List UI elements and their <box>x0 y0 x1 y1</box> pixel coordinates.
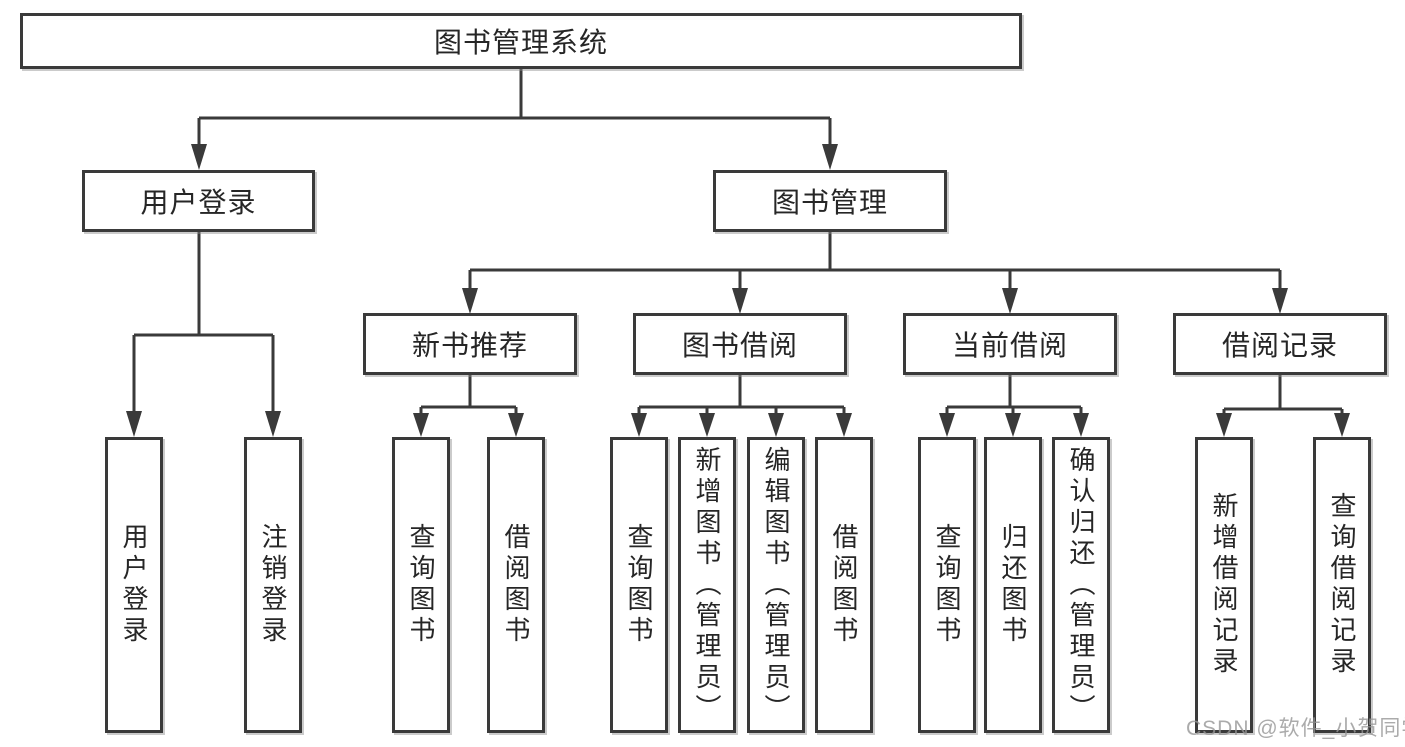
node-new-book-recommend: 新书推荐 <box>363 313 577 375</box>
leaf-search-books-current-label: 查询图书 <box>932 523 962 647</box>
leaf-edit-books-admin: 编辑图书（管理员） <box>747 437 805 733</box>
node-book-borrow: 图书借阅 <box>633 313 847 375</box>
node-user-login-label: 用户登录 <box>140 187 257 218</box>
leaf-logout-label: 注销登录 <box>258 523 288 647</box>
leaf-search-books-recommend: 查询图书 <box>392 437 450 733</box>
leaf-search-books-borrow: 查询图书 <box>610 437 668 733</box>
leaf-add-books-admin-label: 新增图书（管理员） <box>692 445 722 725</box>
leaf-search-borrow-record: 查询借阅记录 <box>1313 437 1371 733</box>
leaf-user-login-label: 用户登录 <box>119 523 149 647</box>
leaf-add-borrow-record: 新增借阅记录 <box>1195 437 1253 733</box>
node-user-login: 用户登录 <box>82 170 315 232</box>
node-book-borrow-label: 图书借阅 <box>681 330 798 361</box>
csdn-watermark: CSDN @软件_小贺同学 <box>1186 717 1405 740</box>
leaf-search-borrow-record-label: 查询借阅记录 <box>1327 492 1357 678</box>
leaf-confirm-return-admin: 确认归还（管理员） <box>1052 437 1110 733</box>
leaf-confirm-return-admin-label: 确认归还（管理员） <box>1066 445 1096 725</box>
node-borrow-records-label: 借阅记录 <box>1221 330 1338 361</box>
node-root-label: 图书管理系统 <box>433 27 608 58</box>
leaf-search-books-recommend-label: 查询图书 <box>406 523 436 647</box>
leaf-borrow-books-label: 借阅图书 <box>829 523 859 647</box>
node-current-borrow: 当前借阅 <box>903 313 1117 375</box>
leaf-edit-books-admin-label: 编辑图书（管理员） <box>761 445 791 725</box>
leaf-logout: 注销登录 <box>244 437 302 733</box>
node-book-management: 图书管理 <box>713 170 947 232</box>
node-book-management-label: 图书管理 <box>771 187 888 218</box>
leaf-search-books-current: 查询图书 <box>918 437 976 733</box>
leaf-borrow-books-recommend-label: 借阅图书 <box>501 523 531 647</box>
leaf-add-borrow-record-label: 新增借阅记录 <box>1209 492 1239 678</box>
node-root: 图书管理系统 <box>20 13 1022 69</box>
leaf-add-books-admin: 新增图书（管理员） <box>678 437 736 733</box>
leaf-return-books: 归还图书 <box>984 437 1042 733</box>
leaf-borrow-books: 借阅图书 <box>815 437 873 733</box>
leaf-borrow-books-recommend: 借阅图书 <box>487 437 545 733</box>
leaf-user-login: 用户登录 <box>105 437 163 733</box>
leaf-search-books-borrow-label: 查询图书 <box>624 523 654 647</box>
node-current-borrow-label: 当前借阅 <box>951 330 1068 361</box>
leaf-return-books-label: 归还图书 <box>998 523 1028 647</box>
node-borrow-records: 借阅记录 <box>1173 313 1387 375</box>
node-new-book-recommend-label: 新书推荐 <box>411 330 528 361</box>
